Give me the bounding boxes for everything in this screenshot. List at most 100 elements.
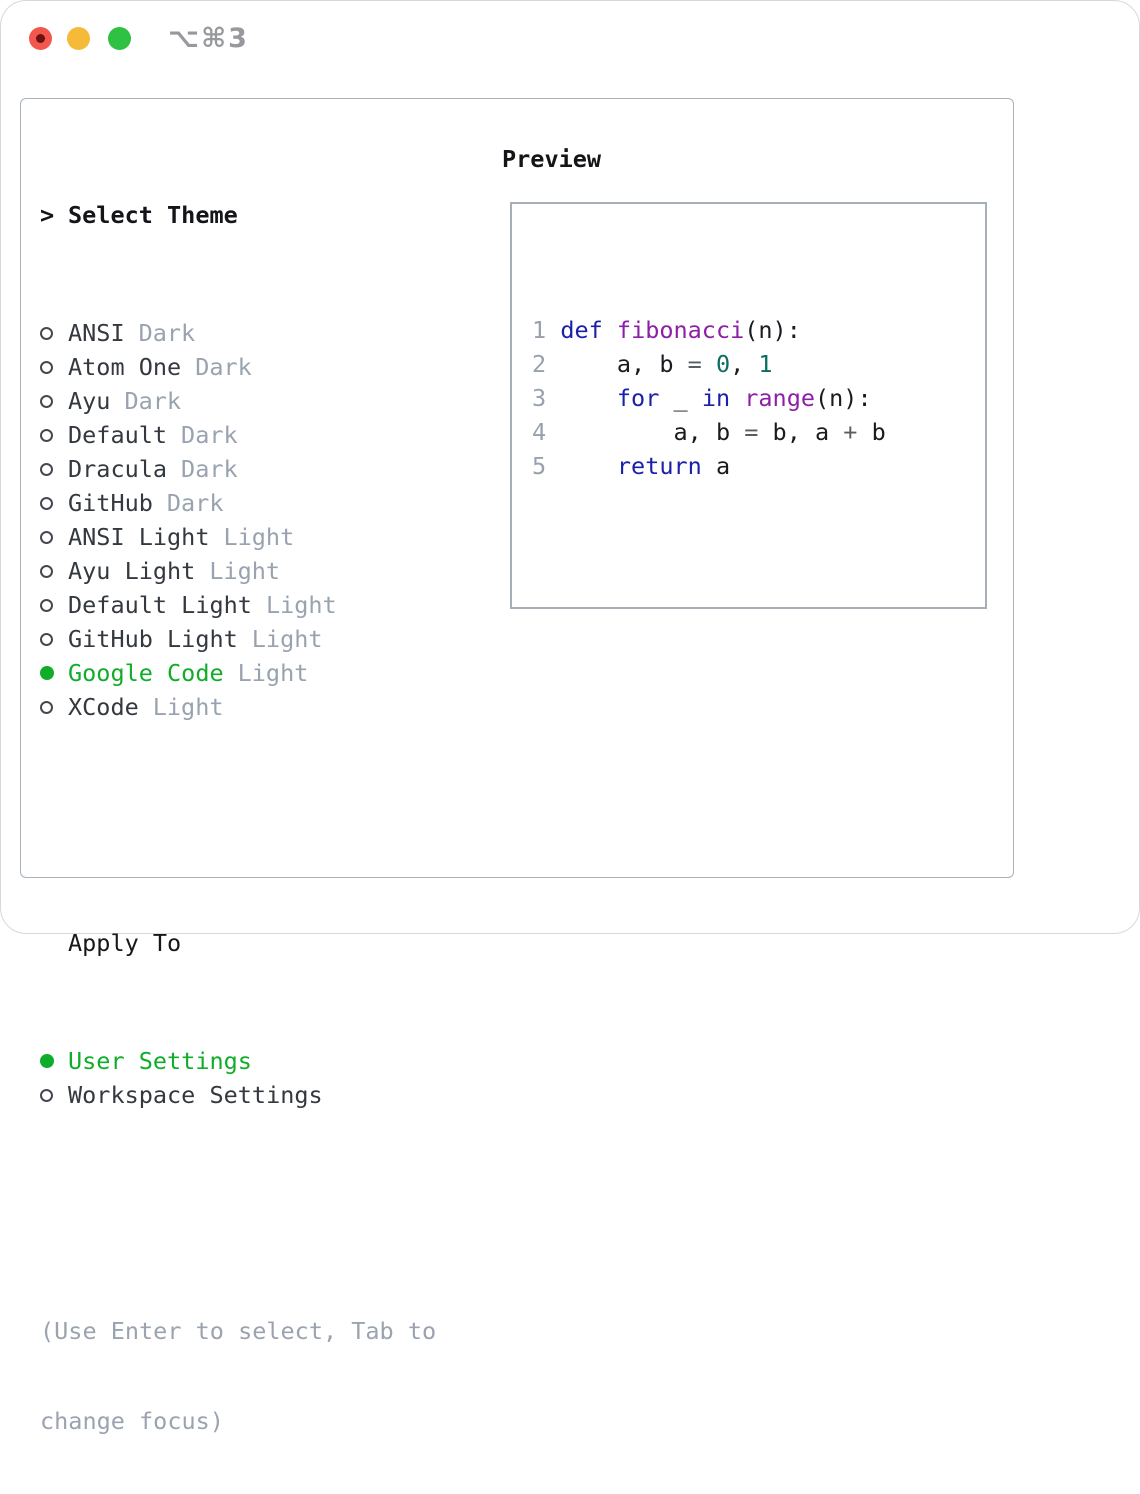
code-token: return: [617, 452, 702, 480]
theme-name: ANSI: [68, 319, 125, 347]
theme-variant-tag: Dark: [181, 455, 238, 483]
code-token: for: [617, 384, 659, 412]
theme-variant-tag: Dark: [195, 353, 252, 381]
section-gap: [40, 808, 436, 842]
line-number: 5: [532, 452, 546, 480]
code-token: a, b: [560, 418, 744, 446]
radio-icon: [40, 599, 53, 612]
radio-icon: [40, 701, 53, 714]
theme-name: Google Code: [68, 659, 224, 687]
code-token: (n):: [815, 384, 872, 412]
line-number: 3: [532, 384, 546, 412]
theme-name: XCode: [68, 693, 139, 721]
theme-option-google-code[interactable]: Google Code Light: [40, 656, 436, 690]
window-title: ⌥⌘3: [168, 23, 249, 54]
keyboard-hint-line-1: (Use Enter to select, Tab to: [40, 1314, 436, 1348]
apply-option-label: Workspace Settings: [68, 1081, 323, 1109]
radio-icon: [40, 633, 53, 646]
apply-option-label: User Settings: [68, 1047, 252, 1075]
code-token: b: [857, 418, 885, 446]
theme-option-dracula[interactable]: Dracula Dark: [40, 452, 436, 486]
code-token: fibonacci: [617, 316, 744, 344]
theme-variant-tag: Light: [266, 591, 337, 619]
theme-variant-tag: Light: [238, 659, 309, 687]
theme-variant-tag: Dark: [124, 387, 181, 415]
theme-name: Default Light: [68, 591, 252, 619]
select-theme-title: Select Theme: [68, 201, 238, 229]
radio-icon: [40, 395, 53, 408]
apply-option-workspace-settings[interactable]: Workspace Settings: [40, 1078, 436, 1112]
code-token: =: [744, 418, 758, 446]
radio-icon: [40, 497, 53, 510]
theme-option-ayu[interactable]: Ayu Dark: [40, 384, 436, 418]
code-token: [560, 452, 617, 480]
preview-title: Preview: [502, 142, 601, 176]
radio-icon: [40, 531, 53, 544]
select-theme-header: >Select Theme: [40, 198, 436, 232]
code-line: 4 a, b = b, a + b: [532, 415, 985, 449]
radio-icon: [40, 1089, 53, 1102]
theme-name: Ayu: [68, 387, 110, 415]
theme-option-default-light[interactable]: Default Light Light: [40, 588, 436, 622]
apply-to-header-row: Apply To: [40, 926, 436, 960]
section-gap: [40, 1196, 436, 1230]
apply-to-title: Apply To: [68, 929, 181, 957]
line-number: 4: [532, 418, 546, 446]
code-line: 3 for _ in range(n):: [532, 381, 985, 415]
radio-icon: [40, 463, 53, 476]
code-token: =: [688, 350, 702, 378]
code-token: def: [560, 316, 602, 344]
code-token: [730, 384, 744, 412]
radio-icon: [40, 327, 53, 340]
code-token: [702, 350, 716, 378]
theme-name: Dracula: [68, 455, 167, 483]
blank-line: [532, 551, 985, 585]
cursor-arrow-icon: >: [40, 201, 68, 229]
code-token: range: [744, 384, 815, 412]
code-token: ,: [730, 350, 758, 378]
line-number: 1: [532, 316, 546, 344]
theme-variant-tag: Light: [209, 557, 280, 585]
code-line: 1 def fibonacci(n):: [532, 313, 985, 347]
selected-radio-icon: [40, 666, 54, 680]
code-token: a, b: [560, 350, 687, 378]
theme-option-default[interactable]: Default Dark: [40, 418, 436, 452]
code-token: b, a: [758, 418, 843, 446]
theme-name: Atom One: [68, 353, 181, 381]
code-token: [560, 384, 617, 412]
keyboard-hint-line-2: change focus): [40, 1404, 436, 1438]
theme-name: Default: [68, 421, 167, 449]
code-token: _: [659, 384, 701, 412]
apply-option-user-settings[interactable]: User Settings: [40, 1044, 436, 1078]
close-icon[interactable]: [29, 27, 52, 50]
theme-name: GitHub Light: [68, 625, 238, 653]
code-line: 2 a, b = 0, 1: [532, 347, 985, 381]
code-token: 0: [716, 350, 730, 378]
line-number: 2: [532, 350, 546, 378]
radio-icon: [40, 429, 53, 442]
theme-option-atom-one[interactable]: Atom One Dark: [40, 350, 436, 384]
theme-variant-tag: Light: [252, 625, 323, 653]
theme-variant-tag: Dark: [139, 319, 196, 347]
radio-icon: [40, 361, 53, 374]
theme-variant-tag: Light: [223, 523, 294, 551]
theme-variant-tag: Dark: [181, 421, 238, 449]
theme-option-ansi[interactable]: ANSI Dark: [40, 316, 436, 350]
code-token: 1: [758, 350, 772, 378]
titlebar: ⌥⌘3: [1, 1, 1139, 73]
zoom-icon[interactable]: [108, 27, 131, 50]
theme-option-github-light[interactable]: GitHub Light Light: [40, 622, 436, 656]
theme-option-ayu-light[interactable]: Ayu Light Light: [40, 554, 436, 588]
theme-variant-tag: Dark: [167, 489, 224, 517]
minimize-icon[interactable]: [67, 27, 90, 50]
code-token: (n):: [744, 316, 801, 344]
theme-name: Ayu Light: [68, 557, 195, 585]
